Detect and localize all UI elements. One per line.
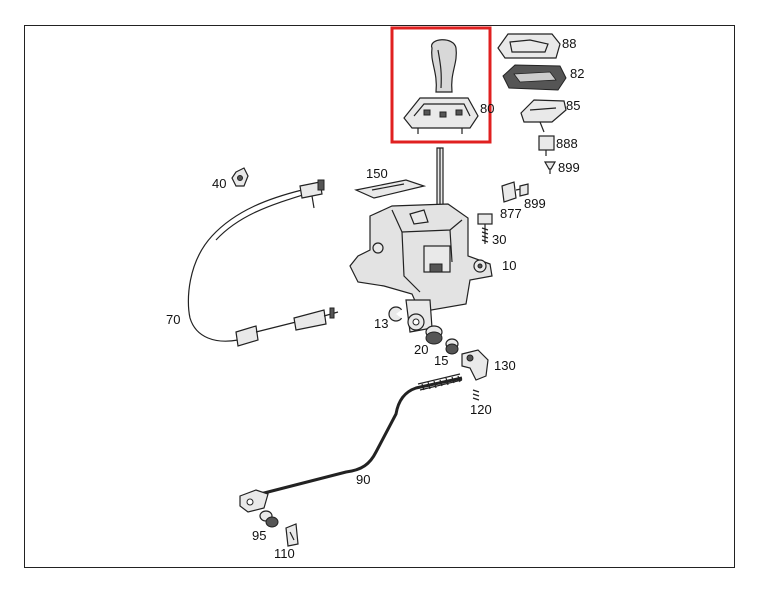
diagram-frame (24, 25, 735, 568)
label-888: 888 (556, 136, 578, 151)
part-10-shifter-housing[interactable] (349, 203, 493, 333)
part-899-bulb-upper[interactable] (543, 161, 557, 174)
label-150: 150 (366, 166, 388, 181)
part-90-shift-rod[interactable] (239, 373, 463, 513)
part-13-retaining-clip[interactable] (388, 306, 404, 322)
label-899-lower: 899 (524, 196, 546, 211)
part-888-bulb-holder[interactable] (538, 135, 555, 156)
label-110: 110 (274, 546, 295, 561)
part-82-cover-plate[interactable] (502, 64, 567, 91)
label-13: 13 (374, 316, 388, 331)
label-899-upper: 899 (558, 160, 580, 175)
label-15: 15 (434, 353, 448, 368)
label-40: 40 (212, 176, 226, 191)
label-20: 20 (414, 342, 428, 357)
label-30: 30 (492, 232, 506, 247)
part-85-indicator-panel[interactable] (520, 99, 567, 133)
part-15-bushing[interactable] (445, 338, 459, 355)
part-899-bulb-lower[interactable] (519, 183, 529, 197)
part-70-cable[interactable] (187, 179, 339, 347)
part-80-shift-knob[interactable] (403, 39, 479, 134)
label-120: 120 (470, 402, 492, 417)
part-120-spring[interactable] (472, 389, 480, 401)
part-130-ball-socket[interactable] (461, 349, 489, 381)
part-150-gasket[interactable] (354, 179, 427, 199)
label-877: 877 (500, 206, 522, 221)
label-95: 95 (252, 528, 266, 543)
label-70: 70 (166, 312, 180, 327)
label-88: 88 (562, 36, 576, 51)
label-90: 90 (356, 472, 370, 487)
part-110-clip[interactable] (285, 523, 299, 547)
label-80: 80 (480, 101, 494, 116)
label-82: 82 (570, 66, 584, 81)
label-10: 10 (502, 258, 516, 273)
part-88-trim-frame[interactable] (497, 33, 561, 59)
part-30-bolt[interactable] (477, 213, 493, 244)
part-40-clip[interactable] (231, 167, 249, 187)
label-130: 130 (494, 358, 516, 373)
part-20-bushing[interactable] (425, 325, 443, 345)
highlight-box (390, 26, 492, 144)
part-95-bushing[interactable] (259, 510, 279, 528)
label-85: 85 (566, 98, 580, 113)
